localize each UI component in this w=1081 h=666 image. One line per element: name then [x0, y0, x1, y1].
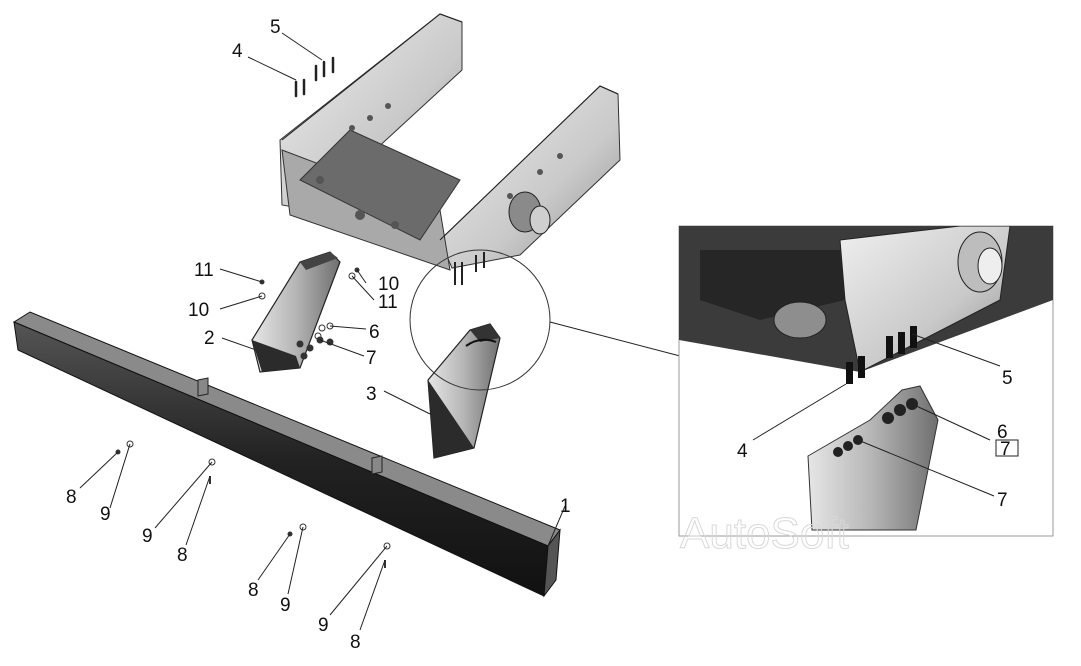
bracket-2: [251, 251, 341, 373]
callout-2: 2: [204, 328, 215, 349]
detail-inset: AutoSoft: [678, 225, 1054, 559]
callout-11b: 11: [378, 292, 398, 313]
bolts-top: [294, 56, 335, 98]
detail-callout-6: 6: [997, 422, 1008, 443]
callout-8b: 8: [177, 545, 188, 566]
callout-11: 11: [194, 260, 214, 281]
callout-3: 3: [366, 384, 377, 405]
watermark-text: AutoSoft: [680, 509, 849, 558]
callout-9c: 9: [280, 595, 291, 616]
leader-lines: [79, 32, 1001, 631]
callout-8d: 8: [350, 632, 361, 653]
callout-8: 8: [66, 487, 77, 508]
detail-callout-4: 4: [737, 441, 748, 462]
callout-9b: 9: [142, 526, 153, 547]
callout-4: 4: [232, 41, 243, 62]
callout-8c: 8: [248, 580, 259, 601]
callout-6: 6: [369, 322, 380, 343]
callout-numbers: 1 2 3 4 5 6 7 8 9 9 8 8 9 9 8 10 11 10 1…: [66, 17, 1013, 653]
callout-box-7: [995, 439, 1019, 457]
callout-10: 10: [188, 300, 209, 321]
callout-5: 5: [270, 17, 281, 38]
callout-9: 9: [100, 504, 111, 525]
detail-callout-7a: 7: [1000, 439, 1011, 460]
callout-9d: 9: [318, 615, 329, 636]
frame-assembly: [279, 13, 621, 285]
detail-callout-7b: 7: [997, 490, 1008, 511]
beam-1: [12, 311, 561, 598]
callout-7: 7: [366, 348, 377, 369]
detail-callout: [409, 249, 681, 391]
detail-callout-5: 5: [1002, 368, 1013, 389]
bracket-3: [427, 323, 501, 459]
callout-10b: 10: [378, 274, 399, 295]
callout-1: 1: [560, 496, 571, 517]
